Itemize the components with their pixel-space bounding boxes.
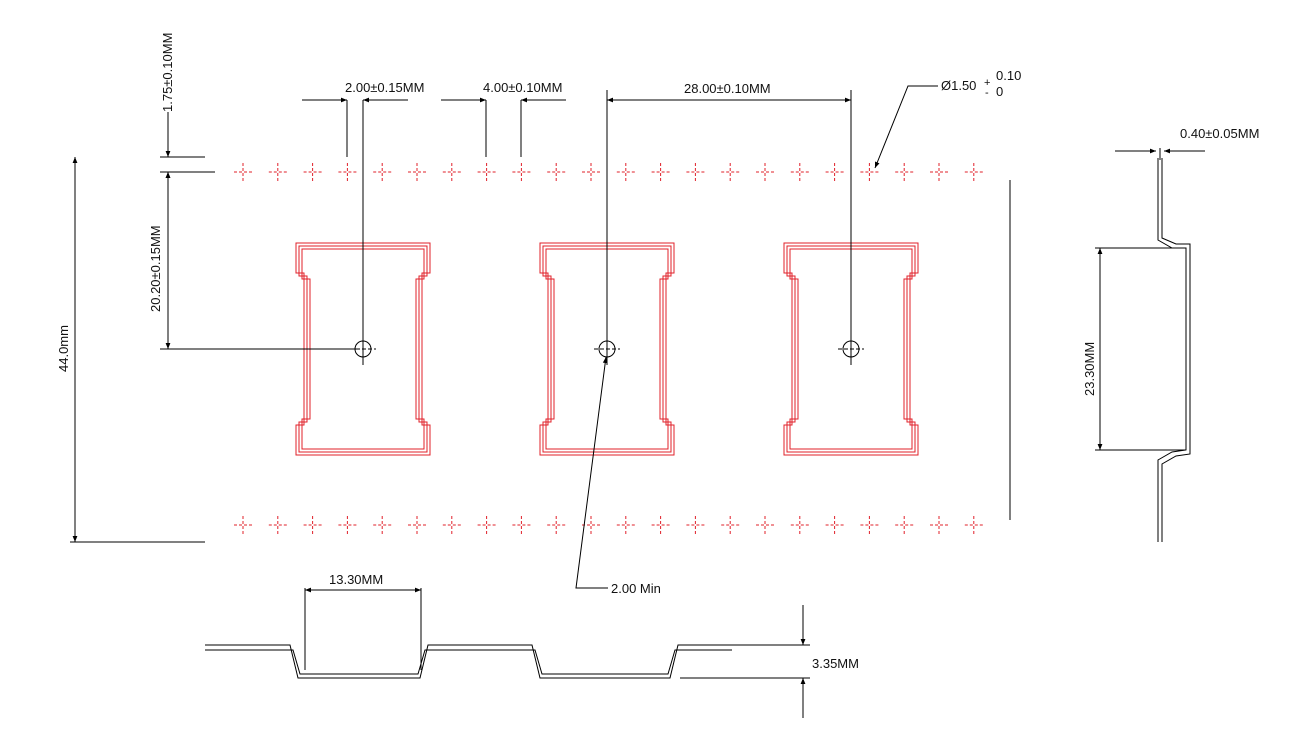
pocket-outline <box>786 245 916 453</box>
dim-hole-to-pocket: 2.00±0.15MM <box>302 80 424 103</box>
dim-pitch-top-offset: 1.75±0.10MM <box>160 33 175 195</box>
pocket-outline <box>542 245 672 453</box>
dim-pocket-offset: 20.20±0.15MM <box>148 172 171 349</box>
pocket-outline <box>298 245 428 453</box>
pocket-outline <box>789 248 913 450</box>
side-profile-view: 0.40±0.05MM 23.30MM <box>1082 126 1259 542</box>
bottom-sprocket-holes <box>234 516 983 534</box>
dim-pocket-length-label: 23.30MM <box>1082 342 1097 396</box>
dim-center-hole-label: 2.00 Min <box>611 581 661 596</box>
pocket-outlines <box>295 242 919 456</box>
top-sprocket-holes <box>234 163 983 181</box>
pocket-outline <box>545 248 669 450</box>
dim-hole-tol-lower: 0 <box>996 84 1003 99</box>
dim-pocket-pitch: 28.00±0.10MM <box>607 81 851 103</box>
dim-hole-tol-plus: + <box>984 77 990 89</box>
dim-center-hole: 2.00 Min <box>575 356 661 596</box>
dim-sprocket-pitch-label: 4.00±0.10MM <box>483 80 562 95</box>
cross-section-view: 13.30MM 3.35MM <box>205 572 859 718</box>
dim-hole-to-pocket-label: 2.00±0.15MM <box>345 80 424 95</box>
dim-tape-width-label: 44.0mm <box>56 325 71 372</box>
dim-hole-tol-minus: - <box>985 87 989 99</box>
dim-pocket-offset-label: 20.20±0.15MM <box>148 225 163 312</box>
pocket-outline <box>539 242 675 456</box>
dim-hole-diameter-label: Ø1.50 <box>941 78 976 93</box>
dim-pocket-depth-label: 3.35MM <box>812 656 859 671</box>
dim-hole-tol-upper: 0.10 <box>996 68 1021 83</box>
dim-pocket-pitch-label: 28.00±0.10MM <box>684 81 771 96</box>
dim-sprocket-pitch: 4.00±0.10MM <box>441 80 566 103</box>
dim-tape-width: 44.0mm <box>56 157 78 542</box>
extension-lines <box>70 90 1011 543</box>
pocket-outline <box>295 242 431 456</box>
dim-tape-thickness-label: 0.40±0.05MM <box>1180 126 1259 141</box>
dim-pitch-top-offset-label: 1.75±0.10MM <box>160 33 175 112</box>
pocket-outline <box>783 242 919 456</box>
pocket-outline <box>301 248 425 450</box>
dim-hole-diameter: Ø1.50 + - 0.10 0 <box>874 68 1021 169</box>
dim-pocket-width-label: 13.30MM <box>329 572 383 587</box>
